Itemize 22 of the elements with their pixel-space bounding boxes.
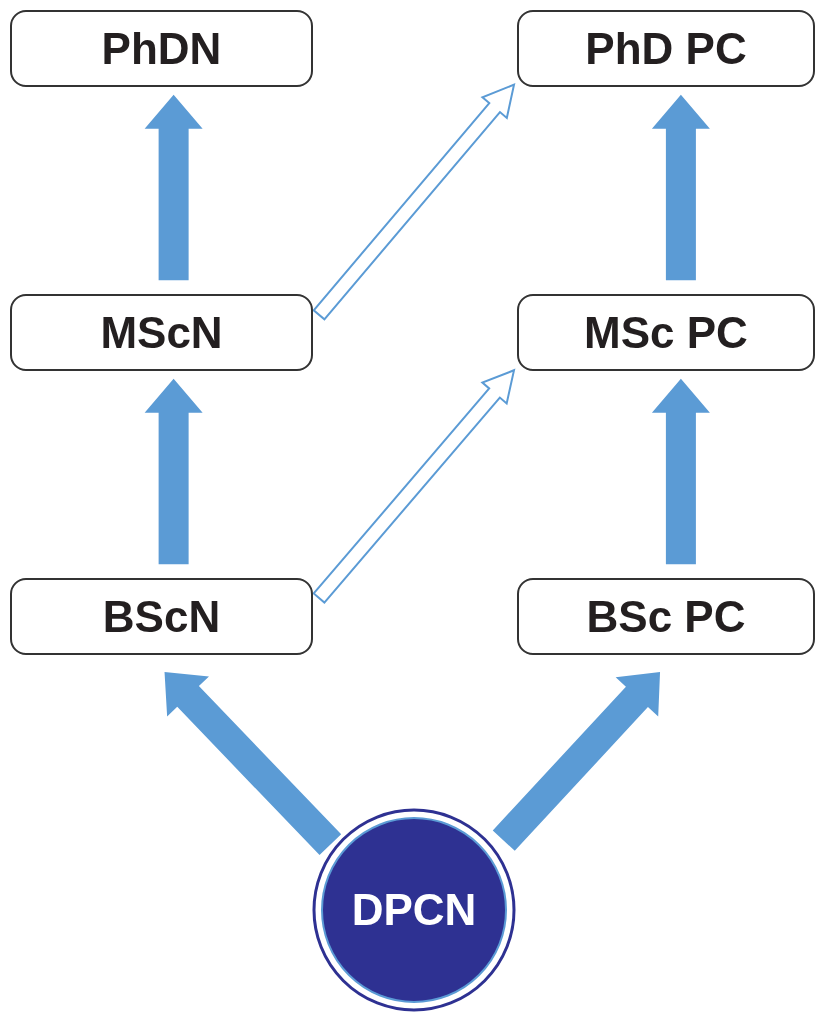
arrow bbox=[164, 671, 342, 856]
rounded-box bbox=[517, 578, 815, 655]
node-label: DPCN bbox=[351, 885, 477, 935]
node-label: BScN bbox=[102, 591, 221, 642]
arrow bbox=[492, 671, 661, 851]
arrow bbox=[312, 368, 516, 604]
rounded-box bbox=[517, 10, 815, 87]
node-label: PhD PC bbox=[585, 23, 747, 74]
circle-node bbox=[312, 808, 516, 1012]
node-label: BSc PC bbox=[586, 591, 746, 642]
rounded-box bbox=[517, 294, 815, 371]
node-label: PhDN bbox=[101, 23, 222, 74]
node-label: MSc PC bbox=[584, 307, 748, 358]
rounded-box bbox=[10, 10, 313, 87]
arrow bbox=[144, 378, 203, 565]
arrow bbox=[312, 83, 516, 321]
arrow bbox=[651, 94, 710, 281]
arrow bbox=[651, 378, 710, 565]
arrow bbox=[144, 94, 203, 281]
rounded-box bbox=[10, 578, 313, 655]
rounded-box bbox=[10, 294, 313, 371]
node-label: MScN bbox=[100, 307, 223, 358]
